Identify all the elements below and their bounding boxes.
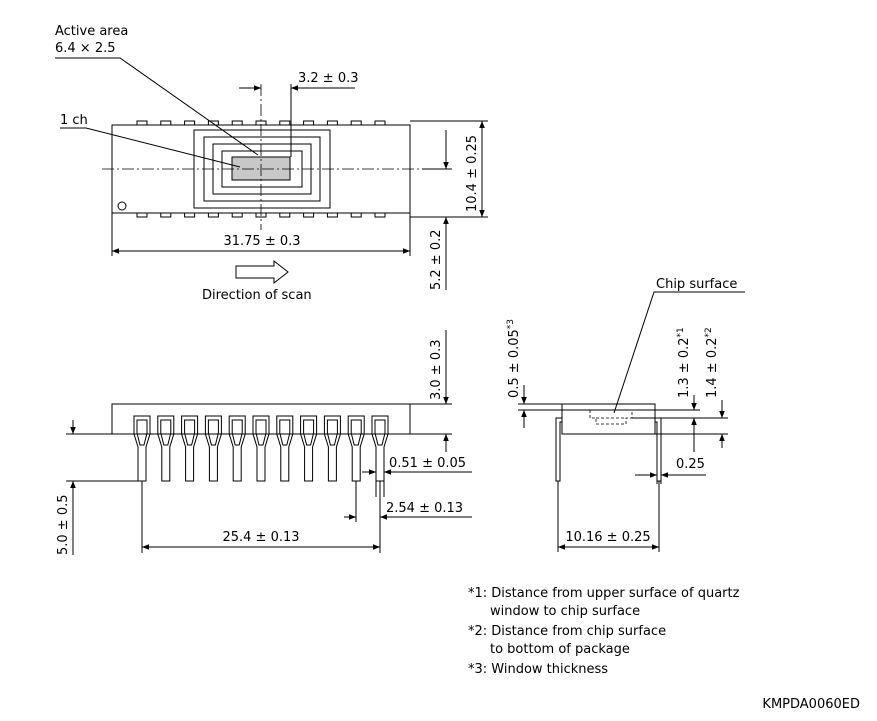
chip-surface-label: Chip surface (656, 277, 737, 292)
bottom-pin (207, 212, 219, 218)
note-1-cont: window to chip surface (490, 604, 640, 619)
direction-of-scan-label: Direction of scan (202, 288, 312, 303)
dim-1-4: 1.4 ± 0.2*2 (704, 327, 720, 398)
bottom-pin (231, 212, 243, 218)
dim-31-75: 31.75 ± 0.3 (223, 234, 300, 249)
bottom-pin (160, 212, 172, 218)
dim-10-4: 10.4 ± 0.25 (465, 135, 480, 212)
active-area-title: Active area (55, 24, 128, 39)
side-view: Chip surface 0.5 ± 0.05*3 1.3 ± 0.2*1 1.… (506, 277, 745, 552)
dim-0-25: 0.25 (676, 457, 705, 472)
front-lead-inner (350, 419, 362, 446)
front-lead (181, 415, 199, 482)
dim-3-0: 3.0 ± 0.3 (429, 339, 444, 400)
dim-5-0: 5.0 ± 0.5 (56, 494, 71, 555)
top-pin (326, 120, 338, 126)
front-view: 3.0 ± 0.3 5.0 ± 0.5 0.51 ± 0.05 2.54 ± 0… (56, 330, 472, 555)
bottom-pin (303, 212, 315, 218)
front-lead-inner (303, 419, 315, 446)
top-pin (279, 120, 291, 126)
dim-0-51: 0.51 ± 0.05 (389, 456, 466, 471)
dim-2-54: 2.54 ± 0.13 (386, 501, 463, 516)
dim-10-16: 10.16 ± 0.25 (565, 530, 650, 545)
front-lead-inner (136, 419, 148, 446)
drawing-code: KMPDA0060ED (762, 697, 860, 712)
package-body-front (111, 403, 411, 435)
front-lead (323, 415, 341, 482)
front-lead-inner (374, 419, 386, 446)
dim-1-3: 1.3 ± 0.2*1 (676, 327, 692, 398)
note-3: *3: Window thickness (468, 662, 608, 677)
top-pin (374, 120, 386, 126)
front-lead (276, 415, 294, 482)
front-lead-inner (255, 419, 267, 446)
front-lead-inner (231, 419, 243, 446)
bottom-pin (279, 212, 291, 218)
front-lead (371, 415, 389, 482)
one-ch-leader (60, 127, 241, 168)
side-lead-left (555, 417, 563, 482)
footnotes: *1: Distance from upper surface of quart… (468, 586, 740, 677)
front-lead-inner (326, 419, 338, 446)
bottom-pin (184, 212, 196, 218)
pin1-marker (117, 201, 127, 211)
scan-direction-arrow (235, 259, 289, 285)
front-lead (300, 415, 318, 482)
note-2: *2: Distance from chip surface (468, 624, 666, 639)
package-body-side (561, 403, 656, 435)
front-lead-inner (184, 419, 196, 446)
front-lead-inner (207, 419, 219, 446)
front-lead-inner (160, 419, 172, 446)
top-pin (303, 120, 315, 126)
front-lead (347, 415, 365, 482)
top-pin (350, 120, 362, 126)
dim-3-2: 3.2 ± 0.3 (298, 71, 359, 86)
dim-0-5: 0.5 ± 0.05*3 (506, 319, 522, 398)
bottom-pin (350, 212, 362, 218)
bottom-pin (326, 212, 338, 218)
front-view-pins (133, 415, 389, 482)
active-area-size: 6.4 × 2.5 (55, 41, 116, 56)
dim-25-4: 25.4 ± 0.13 (222, 530, 299, 545)
front-lead (252, 415, 270, 482)
active-area-leader (55, 57, 259, 156)
front-lead (204, 415, 222, 482)
chip-surface-leader (613, 291, 745, 414)
top-pin (231, 120, 243, 126)
note-1: *1: Distance from upper surface of quart… (468, 586, 740, 601)
front-lead (157, 415, 175, 482)
bottom-pin (374, 212, 386, 218)
front-lead (228, 415, 246, 482)
note-2-cont: to bottom of package (490, 642, 630, 657)
front-lead (133, 415, 151, 482)
top-pin (160, 120, 172, 126)
side-lead-right (654, 417, 662, 482)
dim-5-2: 5.2 ± 0.2 (429, 229, 444, 290)
top-view: Active area 6.4 × 2.5 1 ch 3.2 ± 0.3 10.… (55, 24, 488, 303)
top-pin (136, 120, 148, 126)
front-lead-inner (279, 419, 291, 446)
top-pin (184, 120, 196, 126)
one-ch-label: 1 ch (60, 113, 88, 128)
chip-cavity (589, 410, 633, 425)
bottom-pin (136, 212, 148, 218)
